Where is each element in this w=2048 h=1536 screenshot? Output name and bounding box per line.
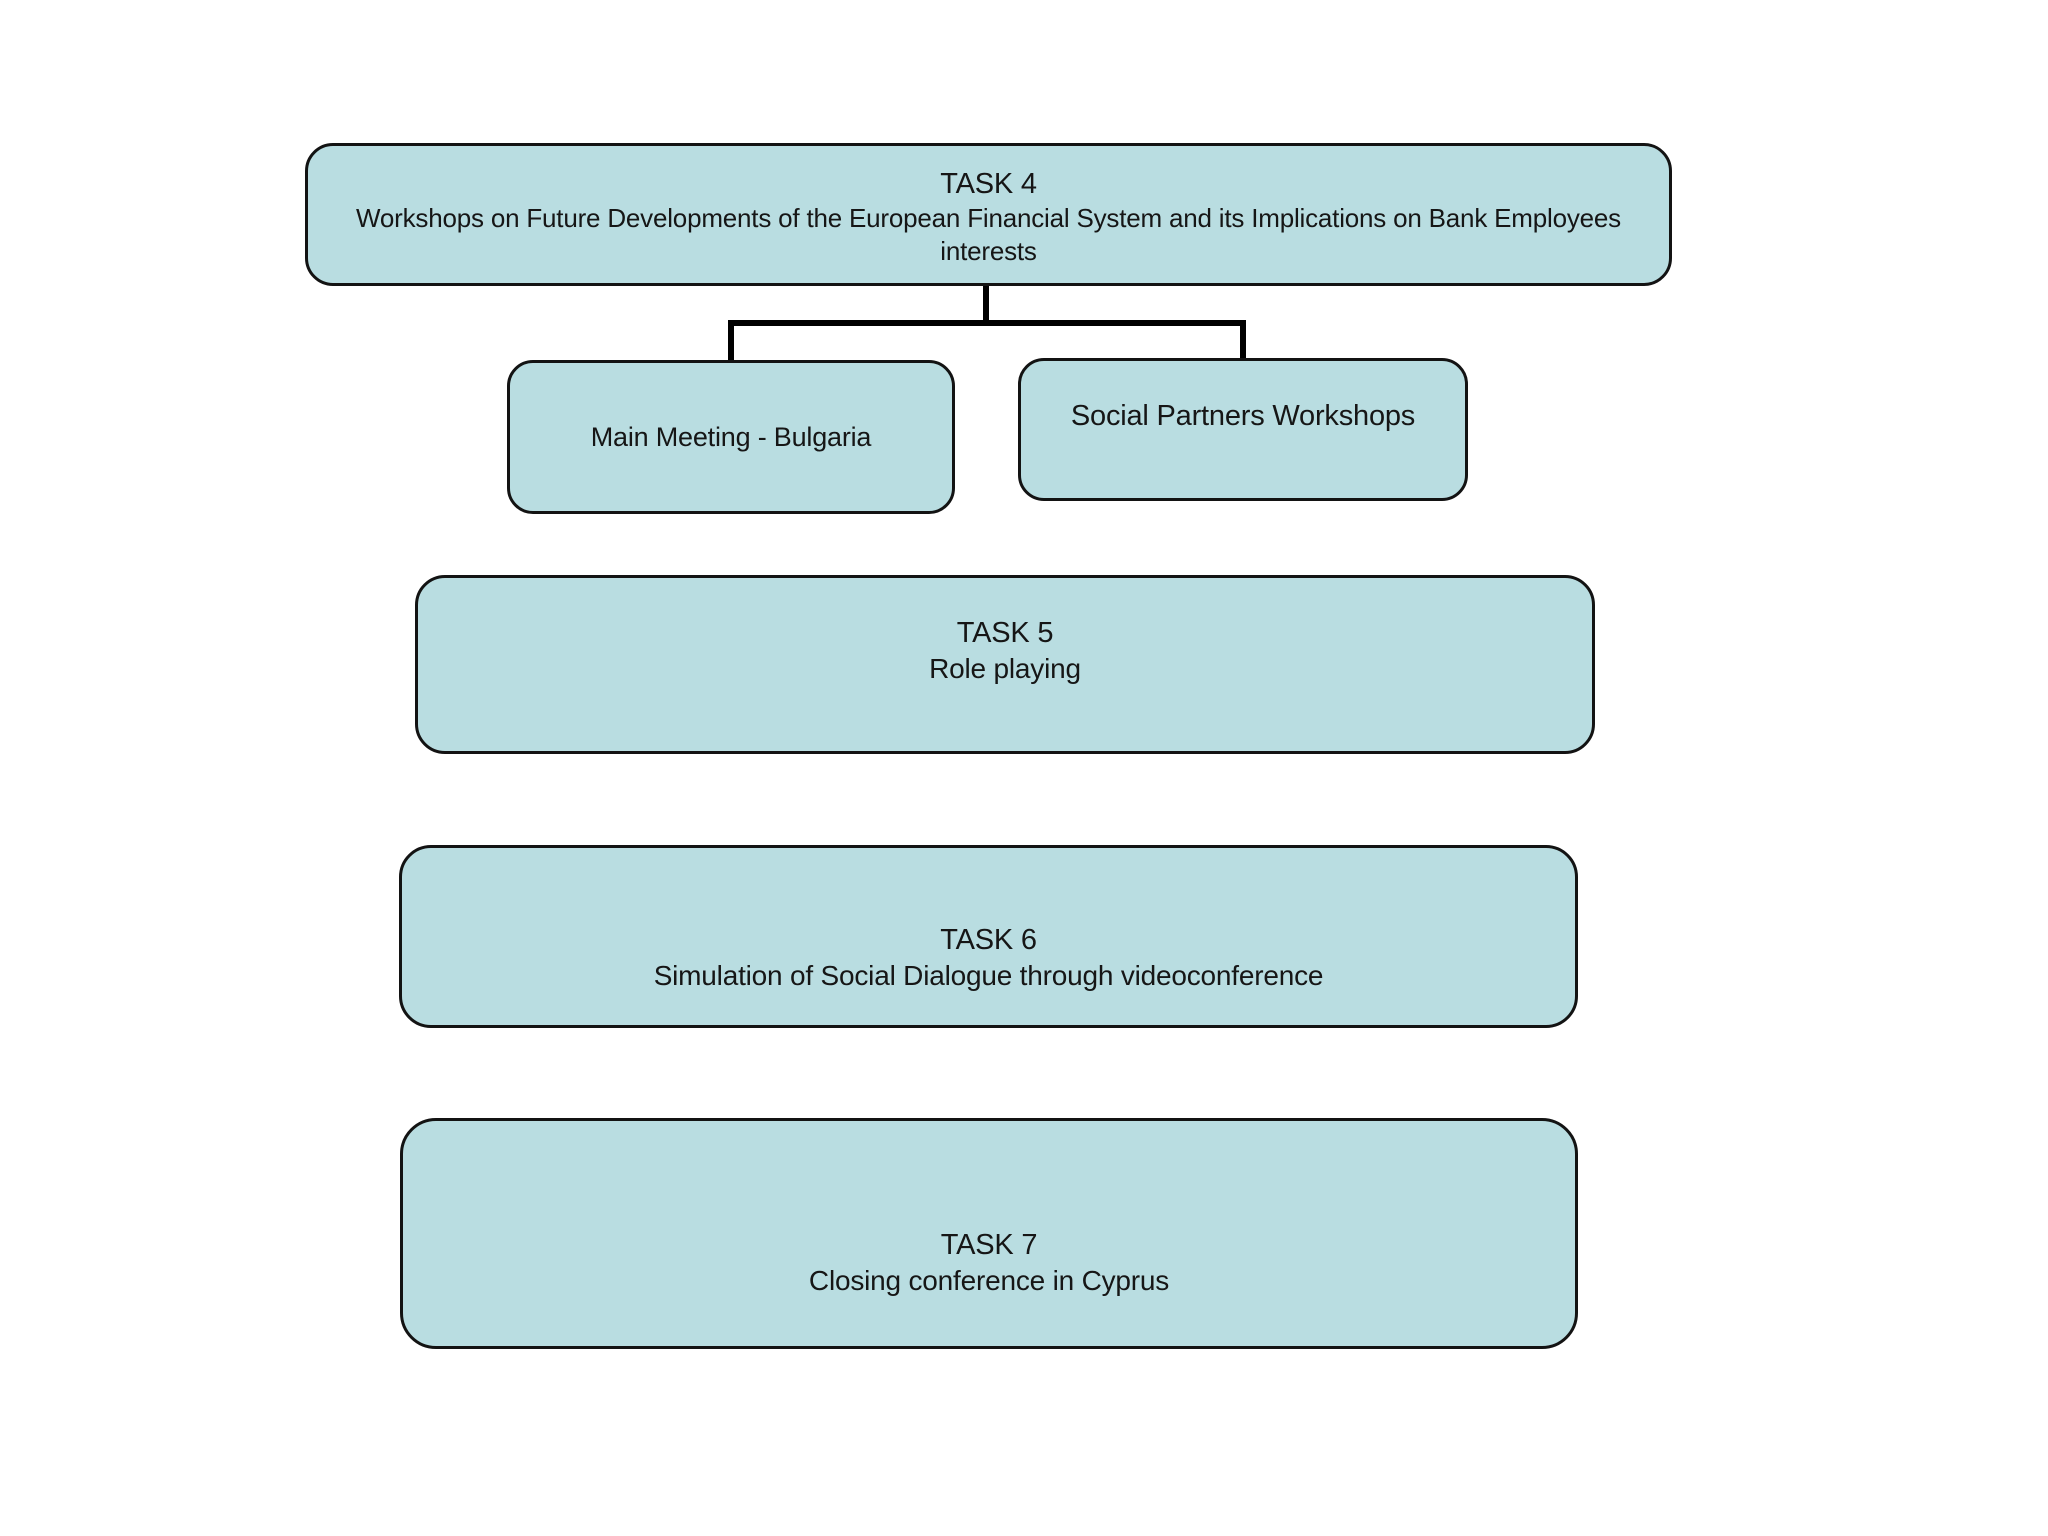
node-social-partners: Social Partners Workshops (1018, 358, 1468, 501)
node-task4: TASK 4 Workshops on Future Developments … (305, 143, 1672, 286)
node-task5: TASK 5 Role playing (415, 575, 1595, 754)
node-task7-text: TASK 7 Closing conference in Cyprus (403, 1228, 1575, 1298)
node-main-meeting: Main Meeting - Bulgaria (507, 360, 955, 514)
node-task6-title: TASK 6 (940, 923, 1037, 956)
node-task7-subtitle: Closing conference in Cyprus (808, 1264, 1170, 1296)
connector-stem (983, 286, 989, 326)
node-task7-title: TASK 7 (940, 1228, 1038, 1261)
node-task5-title: TASK 5 (956, 616, 1054, 649)
node-social-partners-label: Social Partners Workshops (1070, 399, 1416, 432)
node-task6-text: TASK 6 Simulation of Social Dialogue thr… (402, 923, 1575, 993)
node-task4-title: TASK 4 (940, 168, 1037, 200)
connector-horizontal-bar (728, 320, 1246, 326)
node-task5-text: TASK 5 Role playing (418, 616, 1592, 686)
node-task7: TASK 7 Closing conference in Cyprus (400, 1118, 1578, 1349)
node-task4-subtitle: Workshops on Future Developments of the … (356, 203, 1621, 266)
node-social-partners-text: Social Partners Workshops (1021, 398, 1465, 434)
node-task6: TASK 6 Simulation of Social Dialogue thr… (399, 845, 1578, 1028)
connector-drop-left (728, 320, 734, 362)
node-task5-subtitle: Role playing (929, 652, 1081, 684)
connector-drop-right (1240, 320, 1246, 360)
node-task6-subtitle: Simulation of Social Dialogue through vi… (653, 959, 1324, 991)
node-task4-text: TASK 4 Workshops on Future Developments … (308, 167, 1669, 268)
node-main-meeting-text: Main Meeting - Bulgaria (510, 420, 952, 454)
node-main-meeting-label: Main Meeting - Bulgaria (590, 422, 872, 452)
